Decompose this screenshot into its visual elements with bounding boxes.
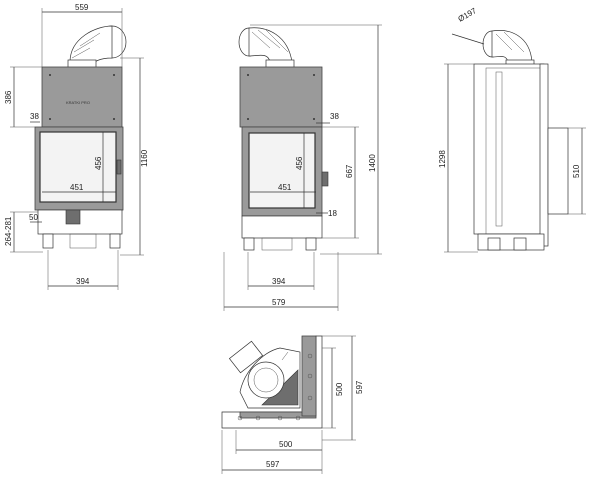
side-door: [547, 127, 569, 215]
side-view: Ø197 1298 510: [438, 6, 586, 253]
tall-dim-width: 579: [272, 298, 286, 307]
front-air-control: [65, 209, 81, 225]
front-dim-legs: 264-281: [4, 216, 13, 246]
front-dim-glass-w: 451: [70, 183, 84, 192]
front-dim-top-panel: 386: [4, 90, 13, 104]
front-dimensions: [10, 8, 144, 290]
tall-dim-side: 38: [330, 112, 339, 121]
front-leg-left: [42, 233, 54, 249]
tall-door-handle: [321, 171, 329, 187]
tall-base: [241, 215, 323, 239]
front-dim-leg-span: 394: [76, 277, 90, 286]
front-dim-width: 559: [75, 3, 89, 12]
tall-flue-pipe: [238, 27, 295, 69]
tall-glass: [248, 132, 316, 209]
tall-leg-right: [305, 237, 317, 251]
side-dimensions: [444, 33, 586, 253]
plan-dim-inner-h: 500: [279, 440, 293, 449]
plan-flue: [247, 361, 285, 399]
plan-dim-outer-h: 597: [266, 460, 280, 469]
plan-view: 500 597 500 597: [221, 335, 364, 474]
front-top-panel: [41, 66, 123, 128]
side-body: [473, 63, 545, 235]
side-dim-door: 510: [572, 164, 581, 178]
front-flue-pipe: [67, 25, 127, 69]
tall-top-panel: [239, 66, 323, 128]
tall-dim-leg-span: 394: [272, 277, 286, 286]
front-dim-base: 50: [29, 213, 38, 222]
plan-dim-inner-v: 500: [335, 382, 344, 396]
tall-dim-height-total: 1400: [368, 154, 377, 172]
front-door-handle: [116, 159, 122, 175]
front-dim-height-total: 1160: [140, 149, 149, 167]
tall-dim-glass-h: 456: [295, 156, 304, 170]
side-dim-height: 1298: [438, 150, 447, 168]
tall-leg-left: [243, 237, 255, 251]
front-dim-side: 38: [30, 112, 39, 121]
front-brand-logo: KRATKI PRO: [66, 100, 90, 105]
side-front-panel: [539, 63, 549, 247]
tall-dim-door: 667: [345, 164, 354, 178]
tall-dimensions: [223, 24, 382, 311]
side-flue-pipe: [482, 30, 535, 67]
front-view: KRATKI PRO: [4, 3, 149, 290]
side-dim-diameter: Ø197: [457, 6, 479, 24]
front-leg-right: [109, 233, 121, 249]
tall-dim-glass-w: 451: [278, 183, 292, 192]
tall-dim-small: 18: [328, 209, 337, 218]
front-tall-view: 38 667 1400 456 451 18 394 579: [223, 24, 382, 311]
plan-dimensions: [221, 335, 356, 474]
front-dim-glass-h: 456: [94, 156, 103, 170]
plan-dim-outer-v: 597: [355, 380, 364, 394]
